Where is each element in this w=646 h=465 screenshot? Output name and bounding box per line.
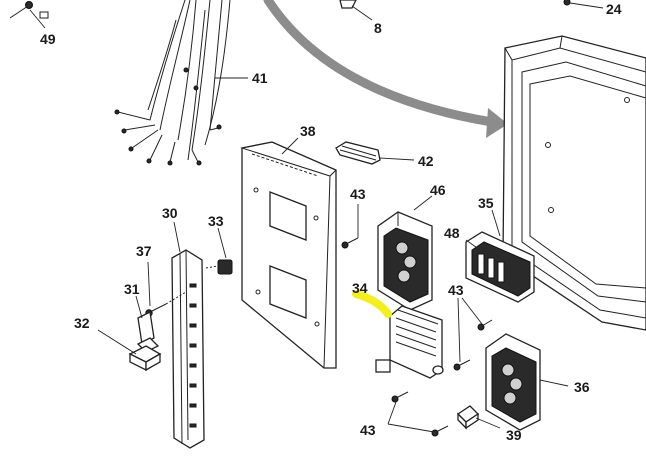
bracket-31 xyxy=(136,311,160,353)
label-31: 31 xyxy=(124,281,140,297)
rectifier-34 xyxy=(375,305,444,379)
label-38: 38 xyxy=(300,123,316,139)
heatsink-36 xyxy=(485,333,541,431)
label-48: 48 xyxy=(444,225,460,241)
label-49: 49 xyxy=(40,31,56,47)
label-41: 41 xyxy=(252,70,268,86)
label-24: 24 xyxy=(606,1,622,17)
label-42: 42 xyxy=(418,153,434,169)
spacer-33 xyxy=(205,259,233,275)
label-33: 33 xyxy=(208,213,224,229)
label-43-upper: 43 xyxy=(350,186,366,202)
heatsink-35 xyxy=(465,231,535,303)
highlight-stroke-34 xyxy=(352,290,392,318)
wire-harness-41 xyxy=(114,0,231,166)
label-46: 46 xyxy=(430,182,446,198)
screw-43-middle xyxy=(453,319,493,371)
label-37: 37 xyxy=(136,243,152,259)
direction-arrow xyxy=(263,0,497,127)
mounting-plate-38 xyxy=(240,141,337,369)
screw-43-upper xyxy=(341,237,359,249)
label-36: 36 xyxy=(574,379,590,395)
screw-24 xyxy=(563,0,571,6)
label-34: 34 xyxy=(352,280,368,296)
label-39: 39 xyxy=(506,427,522,443)
direction-arrow-head xyxy=(486,108,508,138)
label-35: 35 xyxy=(478,195,494,211)
heatsink-46 xyxy=(377,211,433,311)
label-32: 32 xyxy=(74,315,90,331)
screw-43-lower xyxy=(391,391,449,437)
label-8: 8 xyxy=(374,20,382,36)
label-43-lower: 43 xyxy=(360,422,376,438)
label-30: 30 xyxy=(162,205,178,221)
grommet-39 xyxy=(456,405,480,430)
clip-32 xyxy=(128,345,162,372)
screw-49 xyxy=(9,1,33,19)
mounting-rail-30 xyxy=(171,249,205,449)
label-43-middle: 43 xyxy=(448,282,464,298)
cover-strip-42 xyxy=(335,141,381,165)
